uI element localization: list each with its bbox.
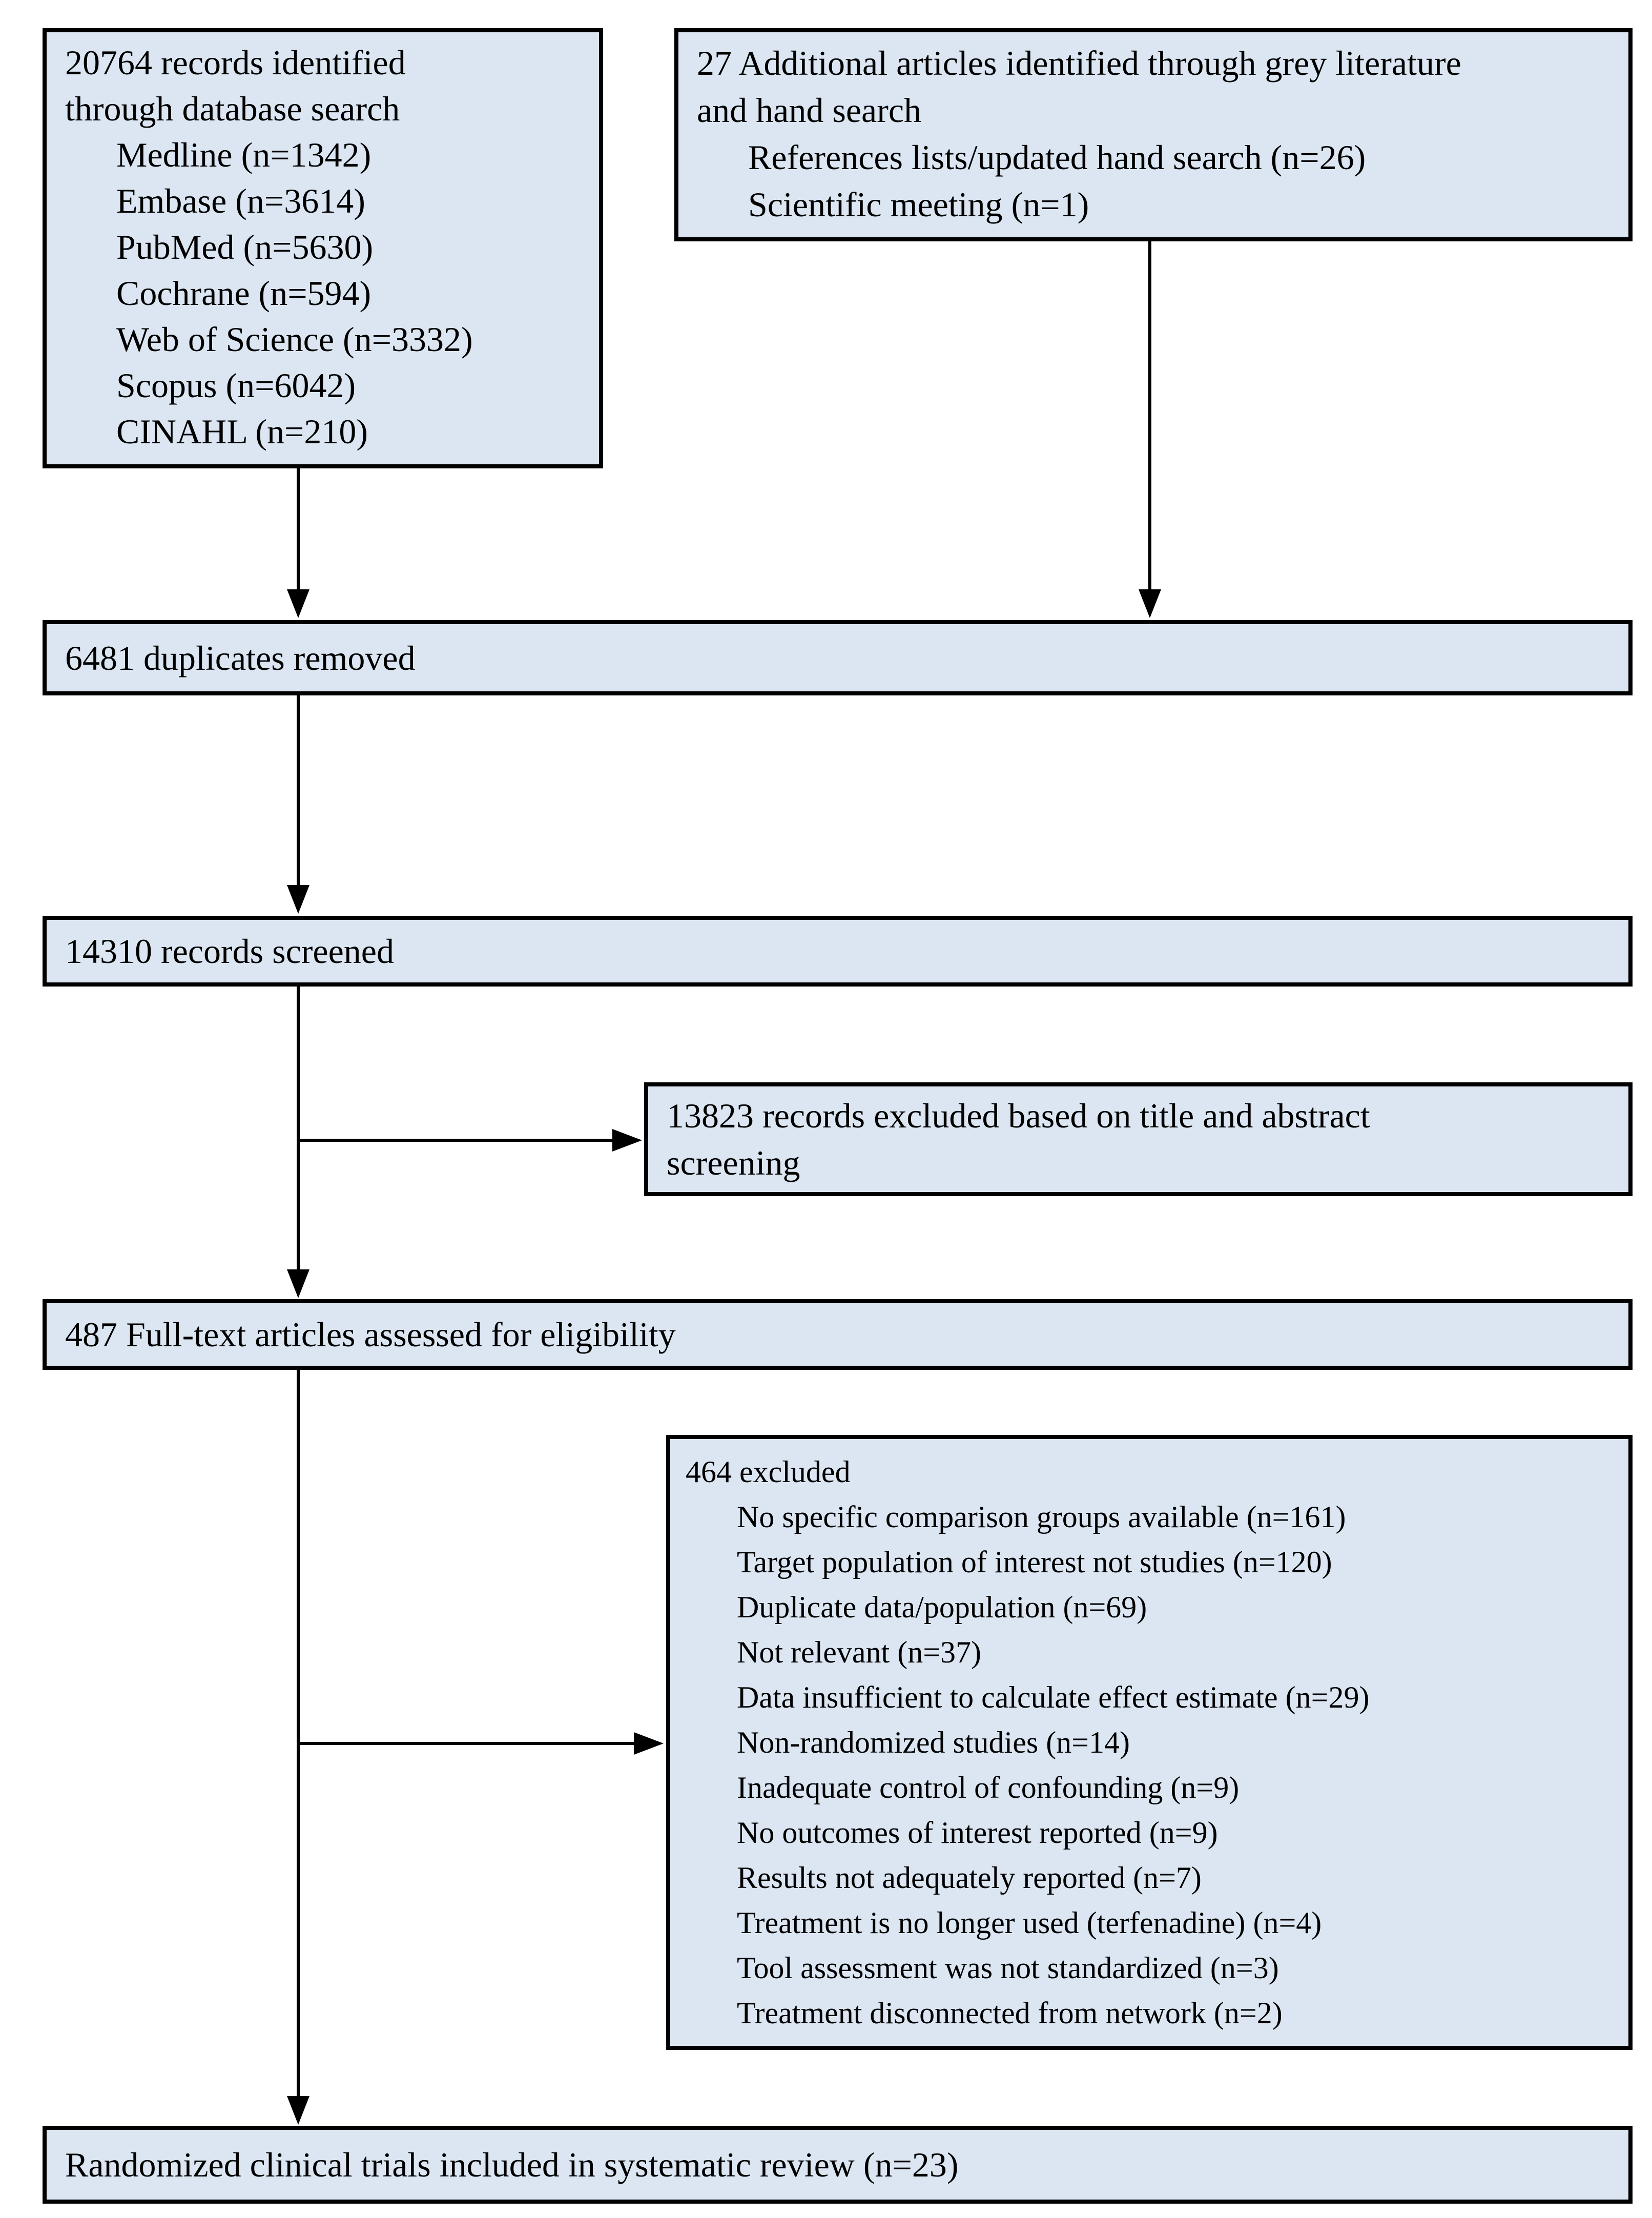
- duplicates-removed-title: 6481 duplicates removed: [65, 638, 416, 677]
- exclusion-reason-item: Non-randomized studies (n=14): [737, 1726, 1130, 1759]
- grey-source-item: Scientific meeting (n=1): [748, 185, 1089, 224]
- exclusion-reason-item: Duplicate data/population (n=69): [737, 1590, 1147, 1624]
- exclusion-reason-item: Results not adequately reported (n=7): [737, 1861, 1202, 1895]
- database-source-item: PubMed (n=5630): [116, 228, 374, 266]
- arrowhead-records-excluded: [612, 1129, 642, 1152]
- box-fulltext-assessed: 487 Full-text articles assessed for elig…: [43, 1299, 1633, 1370]
- exclusion-reason-item: Target population of interest not studie…: [737, 1545, 1332, 1579]
- exclusion-reason-item: Tool assessment was not standardized (n=…: [737, 1951, 1279, 1985]
- records-screened-title: 14310 records screened: [65, 932, 394, 971]
- box-included-trials: Randomized clinical trials included in s…: [43, 2126, 1633, 2204]
- database-source-item: CINAHL (n=210): [116, 412, 368, 451]
- fulltext-assessed-title: 487 Full-text articles assessed for elig…: [65, 1315, 676, 1354]
- records-excluded-title: 13823 records excluded based on title an…: [667, 1096, 1370, 1182]
- box-records-excluded: 13823 records excluded based on title an…: [644, 1082, 1633, 1196]
- fulltext-excluded-title: 464 excluded: [686, 1455, 851, 1489]
- arrowhead-duplicates-to-screened: [287, 885, 309, 914]
- arrowhead-screened-to-fulltext: [287, 1269, 309, 1298]
- exclusion-reason-item: Treatment is no longer used (terfenadine…: [737, 1906, 1322, 1940]
- exclusion-reason-item: Inadequate control of confounding (n=9): [737, 1771, 1240, 1804]
- box-fulltext-excluded: 464 excluded No specific comparison grou…: [666, 1435, 1633, 2050]
- exclusion-reason-item: Data insufficient to calculate effect es…: [737, 1680, 1370, 1714]
- additional-articles-title: 27 Additional articles identified throug…: [697, 44, 1461, 130]
- exclusion-reason-item: No outcomes of interest reported (n=9): [737, 1816, 1218, 1850]
- records-identified-title: 20764 records identified through databas…: [65, 43, 406, 128]
- box-duplicates-removed: 6481 duplicates removed: [43, 620, 1633, 695]
- exclusion-reason-item: Not relevant (n=37): [737, 1635, 982, 1669]
- arrowhead-fulltext-excluded: [634, 1732, 664, 1755]
- arrowhead-database-to-duplicates: [287, 589, 309, 618]
- box-records-screened: 14310 records screened: [43, 916, 1633, 987]
- arrowhead-fulltext-to-included: [287, 2096, 309, 2125]
- database-source-item: Web of Science (n=3332): [116, 320, 473, 359]
- database-source-item: Scopus (n=6042): [116, 366, 356, 405]
- grey-source-item: References lists/updated hand search (n=…: [748, 138, 1366, 177]
- included-trials-title: Randomized clinical trials included in s…: [65, 2145, 959, 2184]
- exclusion-reason-item: Treatment disconnected from network (n=2…: [737, 1996, 1283, 2030]
- exclusion-reason-item: No specific comparison groups available …: [737, 1500, 1346, 1534]
- box-records-identified: 20764 records identified through databas…: [43, 28, 603, 468]
- database-source-item: Medline (n=1342): [116, 135, 371, 174]
- box-additional-articles: 27 Additional articles identified throug…: [674, 28, 1633, 241]
- database-source-item: Cochrane (n=594): [116, 274, 371, 313]
- arrowhead-grey-to-duplicates: [1139, 589, 1161, 618]
- database-source-item: Embase (n=3614): [116, 181, 365, 220]
